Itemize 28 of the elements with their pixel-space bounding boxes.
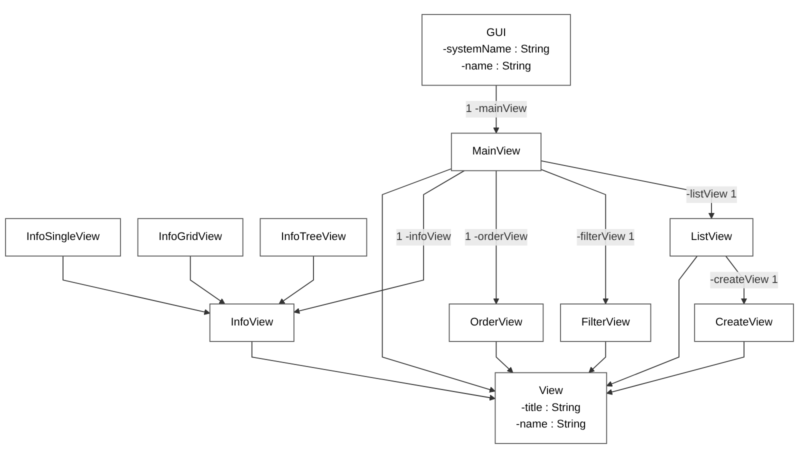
edge-label: -filterView 1 (576, 231, 635, 243)
node-box: ListView (670, 218, 754, 257)
arrow (496, 341, 514, 373)
node-box: InfoTreeView (260, 218, 368, 257)
node-box: InfoSingleView (5, 218, 121, 257)
arrow (382, 168, 496, 393)
arrow (251, 341, 496, 401)
node-box: View -title : String -name : String (494, 372, 608, 444)
arrow (278, 256, 314, 304)
edge-label: -listView 1 (686, 188, 737, 200)
arrow (606, 256, 698, 387)
arrow (540, 168, 609, 304)
node-box: GUI -systemName : String -name : String (422, 14, 571, 86)
edge-label: 1 -infoView (396, 231, 451, 243)
arrow (606, 341, 744, 395)
edge-label: 1 -mainView (466, 103, 527, 115)
arrow (588, 341, 606, 373)
edge-label: 1 -orderView (464, 231, 528, 243)
node-box: FilterView (560, 304, 652, 342)
node-box: CreateView (694, 304, 794, 342)
arrow (190, 256, 226, 304)
arrow (62, 256, 210, 315)
arrow (294, 170, 465, 314)
node-box: InfoGridView (137, 218, 244, 257)
edge-label: -createView 1 (710, 274, 778, 286)
node-box: InfoView (209, 304, 294, 342)
node-box: MainView (450, 132, 542, 172)
node-box: OrderView (448, 304, 544, 342)
